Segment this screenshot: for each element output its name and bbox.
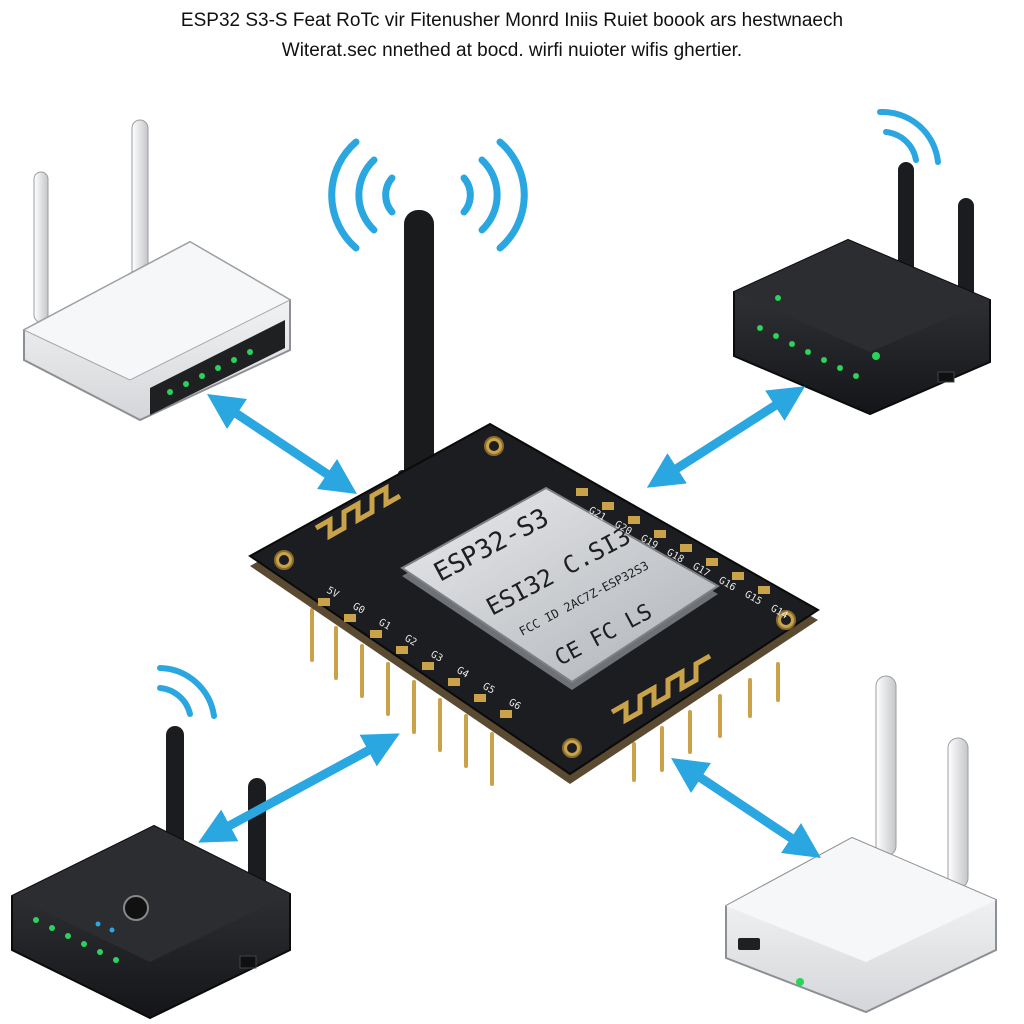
- pin-label: G3: [429, 649, 445, 665]
- caption-line-1: ESP32 S3-S Feat RoTc vir Fitenusher Monr…: [180, 10, 844, 31]
- gold-pads: [318, 488, 770, 718]
- wifi-signal-icon: [157, 665, 217, 719]
- header-pins: [310, 608, 780, 786]
- board-antenna: [404, 210, 434, 490]
- bidirectional-arrow-icon: [646, 386, 806, 488]
- router-bottom-left: [11, 665, 291, 1020]
- router-led-row: [757, 295, 880, 379]
- pin-label: G1: [377, 617, 393, 633]
- pin-label: G4: [455, 665, 471, 681]
- router-antenna: [33, 119, 149, 323]
- router-led-row: [33, 917, 119, 963]
- bidirectional-arrow-icon: [671, 758, 821, 858]
- esp32-board-icon: ESP32-S3 ESI32 C.SI3 FCC ID 2AC7Z-ESP32S…: [248, 138, 820, 786]
- bidirectional-arrow-icon: [207, 394, 357, 494]
- router-top-right: [733, 108, 991, 416]
- pin-label: G2: [403, 633, 419, 649]
- wifi-signal-icon: [328, 138, 528, 252]
- bidirectional-arrow-icon: [198, 733, 400, 843]
- pin-label: G0: [351, 601, 367, 617]
- pin-label: 5V: [325, 585, 341, 601]
- pin-label: G6: [507, 697, 523, 713]
- pin-label: G5: [481, 681, 497, 697]
- router-bottom-right: [725, 675, 997, 1014]
- router-led-row: [167, 349, 253, 395]
- caption-line-2: Witerat.sec nnethed at bocd. wirfi nuiot…: [281, 40, 743, 61]
- router-top-left: [22, 119, 292, 422]
- wifi-signal-icon: [877, 108, 941, 165]
